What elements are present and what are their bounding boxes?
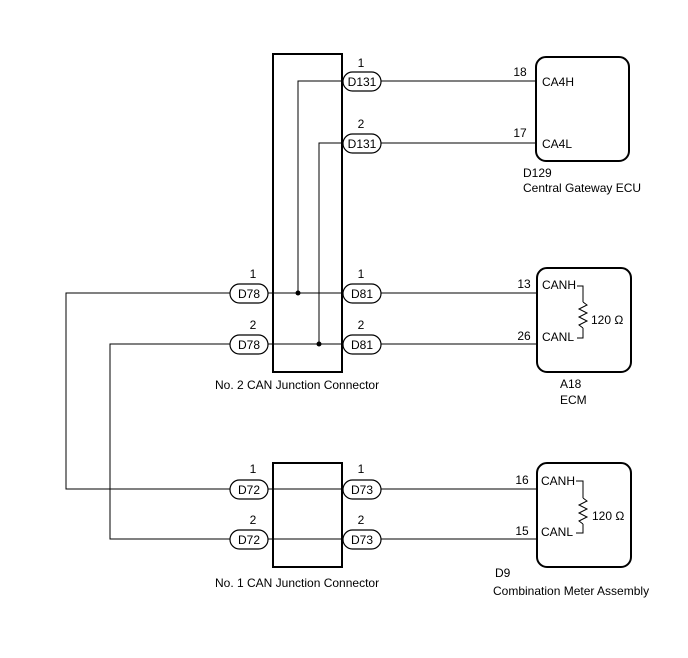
splice-dot-low xyxy=(316,341,322,347)
ecm-low-label: CANL xyxy=(542,330,574,344)
gateway-high-pin: 18 xyxy=(513,65,527,79)
no1-junction-connector-box xyxy=(272,462,343,568)
gateway-name: Central Gateway ECU xyxy=(523,181,641,195)
ecm-resistor-lead-low xyxy=(577,328,584,339)
connector-d73-pin2-number: 2 xyxy=(358,513,365,527)
connector-d78-pin1-number: 1 xyxy=(250,267,257,281)
meter-name: Combination Meter Assembly xyxy=(493,584,649,598)
splice-dot-high xyxy=(295,290,301,296)
wire-internal-low-overlay xyxy=(318,142,342,344)
connector-d73-pin2-code: D73 xyxy=(351,533,373,547)
gateway-high-label: CA4H xyxy=(542,75,574,89)
meter-high-label: CANH xyxy=(541,474,575,488)
no1-junction-connector-label: No. 1 CAN Junction Connector xyxy=(215,576,379,590)
junction1-internal-wiring xyxy=(268,488,343,540)
connector-d78-pin1 xyxy=(229,283,269,304)
connector-d131-pin1-code: D131 xyxy=(348,75,377,89)
connector-pills: D131 1 D131 2 D78 1 D78 2 D81 1 D81 2 D7… xyxy=(229,56,382,550)
meter-resistor-lead xyxy=(576,480,584,498)
junction2-internal-wiring xyxy=(268,80,343,347)
connector-d78-pin2 xyxy=(229,334,269,355)
connector-d78-pin2-number: 2 xyxy=(250,318,257,332)
connector-d78-pin1-code: D78 xyxy=(238,287,260,301)
connector-d81-pin2-number: 2 xyxy=(358,318,365,332)
no2-junction-connector-label: No. 2 CAN Junction Connector xyxy=(215,378,379,392)
connector-d72-pin2-code: D72 xyxy=(238,533,260,547)
gateway-labels: 18 CA4H 17 CA4L D129 Central Gateway ECU xyxy=(513,65,641,195)
no2-junction-connector-box xyxy=(272,53,343,373)
connector-d81-pin1-number: 1 xyxy=(358,267,365,281)
connector-d131-pin1-number: 1 xyxy=(358,56,365,70)
ecm-code: A18 xyxy=(560,377,582,391)
ecm-low-pin: 26 xyxy=(517,329,531,343)
meter-code: D9 xyxy=(495,566,511,580)
wire-left-high xyxy=(65,292,231,490)
connector-d131-pin1 xyxy=(342,71,382,92)
connector-d73-pin1-number: 1 xyxy=(358,462,365,476)
connector-d72-pin1 xyxy=(229,479,269,500)
ecm-resistor-icon xyxy=(577,301,589,329)
ecm-resistor-value: 120 Ω xyxy=(591,313,623,327)
gateway-code: D129 xyxy=(523,166,552,180)
ecm-high-label: CANH xyxy=(542,278,576,292)
wire-left-low xyxy=(109,343,231,540)
connector-d81-pin2-code: D81 xyxy=(351,338,373,352)
connector-d131-pin2-number: 2 xyxy=(358,117,365,131)
ecm-resistor-lead xyxy=(577,285,584,302)
meter-resistor-lead-low xyxy=(576,524,584,534)
meter-resistor-icon xyxy=(577,497,589,525)
gateway-low-label: CA4L xyxy=(542,137,572,151)
connector-d73-pin1-code: D73 xyxy=(351,483,373,497)
connector-d73-pin2 xyxy=(342,529,382,550)
connector-d131-pin2 xyxy=(342,133,382,154)
connector-d72-pin2-number: 2 xyxy=(250,513,257,527)
ecm-high-pin: 13 xyxy=(517,277,531,291)
central-gateway-ecu-box xyxy=(535,56,630,162)
connector-d78-pin2-code: D78 xyxy=(238,338,260,352)
connector-d72-pin1-number: 1 xyxy=(250,462,257,476)
meter-high-pin: 16 xyxy=(515,473,529,487)
wire-internal-high-overlay xyxy=(297,80,342,293)
ecm-labels: 13 CANH 26 CANL 120 Ω A18 ECM xyxy=(517,277,623,407)
meter-low-pin: 15 xyxy=(515,524,529,538)
connector-d73-pin1 xyxy=(342,479,382,500)
meter-resistor-value: 120 Ω xyxy=(592,509,624,523)
connector-d131-pin2-code: D131 xyxy=(348,137,377,151)
connector-d72-pin2 xyxy=(229,529,269,550)
connector-d81-pin1-code: D81 xyxy=(351,287,373,301)
gateway-low-pin: 17 xyxy=(513,126,527,140)
connector-d72-pin1-code: D72 xyxy=(238,483,260,497)
meter-labels: 16 CANH 15 CANL 120 Ω D9 Combination Met… xyxy=(493,473,649,598)
meter-low-label: CANL xyxy=(541,525,573,539)
connector-d81-pin2 xyxy=(342,334,382,355)
ecm-name: ECM xyxy=(560,393,587,407)
connector-d81-pin1 xyxy=(342,283,382,304)
